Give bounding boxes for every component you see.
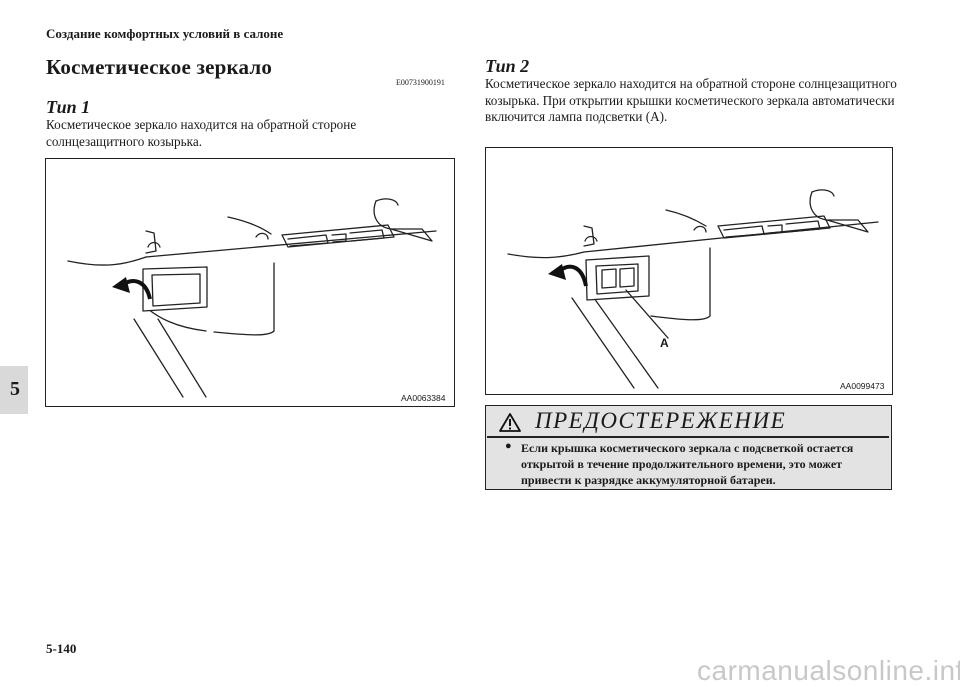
warning-box [485, 405, 892, 490]
warning-text: Если крышка косметического зеркала с под… [521, 441, 854, 487]
illuminated-visor-illustration [507, 189, 879, 389]
warning-title: ПРЕДОСТЕРЕЖЕНИЕ [535, 408, 787, 433]
type1-heading: Тип 1 [46, 97, 91, 117]
watermark: carmanualsonline.info [697, 655, 960, 686]
page-number: 5-140 [46, 641, 77, 656]
chapter-number: 5 [10, 378, 20, 400]
figure-label-a: A [660, 336, 669, 350]
type1-text: Косметическое зеркало находится на обрат… [46, 117, 357, 149]
running-header: Создание комфортных условий в салоне [46, 26, 284, 41]
sun-visor-illustration [67, 198, 437, 398]
figure-code-type2: AA0099473 [840, 381, 885, 391]
figure-code-type1: AA0063384 [401, 393, 446, 403]
type2-heading: Тип 2 [485, 56, 530, 76]
warning-bullet: ● [505, 440, 512, 452]
figure-type1 [45, 158, 455, 407]
section-code: E00731900191 [396, 78, 445, 87]
type2-text: Косметическое зеркало находится на обрат… [485, 76, 897, 124]
chapter-tab [0, 366, 28, 414]
figure-type2 [485, 147, 893, 395]
section-title: Косметическое зеркало [46, 55, 273, 79]
warning-divider [487, 436, 889, 438]
warning-triangle-icon [499, 413, 521, 432]
